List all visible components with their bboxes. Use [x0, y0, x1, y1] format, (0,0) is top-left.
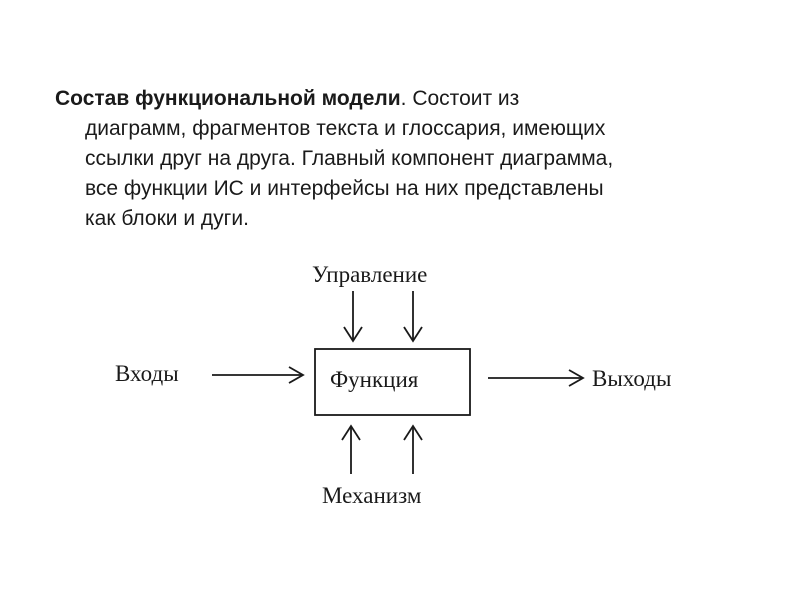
function-label: Функция [330, 367, 419, 392]
paragraph-lead: Состав функциональной модели [55, 87, 401, 110]
paragraph-line-4: все функции ИС и интерфейсы на них предс… [85, 177, 604, 200]
description-paragraph: Состав функциональной модели. Состоит из… [55, 84, 760, 234]
paragraph-line-3: ссылки друг на друга. Главный компонент … [85, 147, 614, 170]
input-arrow [212, 366, 305, 384]
paragraph-line-1-rest: . Состоит из [400, 87, 520, 110]
paragraph-line-1: Состав функциональной модели. Состоит из [55, 84, 760, 114]
output-label: Выходы [592, 366, 671, 391]
paragraph-line-5: как блоки и дуги. [85, 207, 249, 230]
function-box [314, 348, 471, 416]
input-label: Входы [115, 361, 179, 386]
control-arrow-right [403, 291, 423, 343]
mechanism-label: Механизм [322, 483, 422, 508]
control-label: Управление [312, 262, 427, 287]
control-arrow-left [343, 291, 363, 343]
output-arrow [488, 369, 585, 387]
paragraph-line-2: диаграмм, фрагментов текста и глоссария,… [85, 117, 606, 140]
mechanism-arrow-right [403, 424, 423, 474]
mechanism-arrow-left [341, 424, 361, 474]
